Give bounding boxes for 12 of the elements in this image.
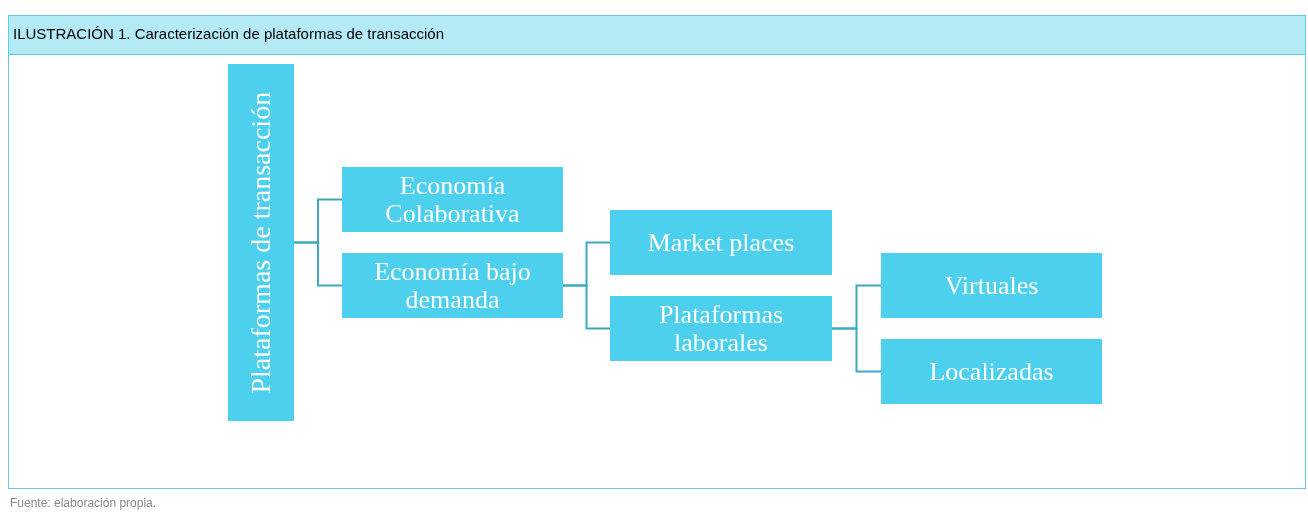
category-box: Plataformas de transacción [228,64,294,421]
figure-title: ILUSTRACIÓN 1. Caracterización de plataformas de transacción [8,15,1306,55]
connector-line [293,241,343,287]
category-box: Economía bajo demanda [342,253,563,318]
category-box: Market places [610,210,832,275]
figure-caption: Fuente: elaboración propia. [10,496,157,510]
category-box: Localizadas [881,339,1102,404]
category-box: Virtuales [881,253,1102,318]
category-box: Plataformas laborales [610,296,832,361]
category-box: Economía Colaborativa [342,167,563,232]
connector-line [562,284,611,330]
connector-line [831,327,882,373]
